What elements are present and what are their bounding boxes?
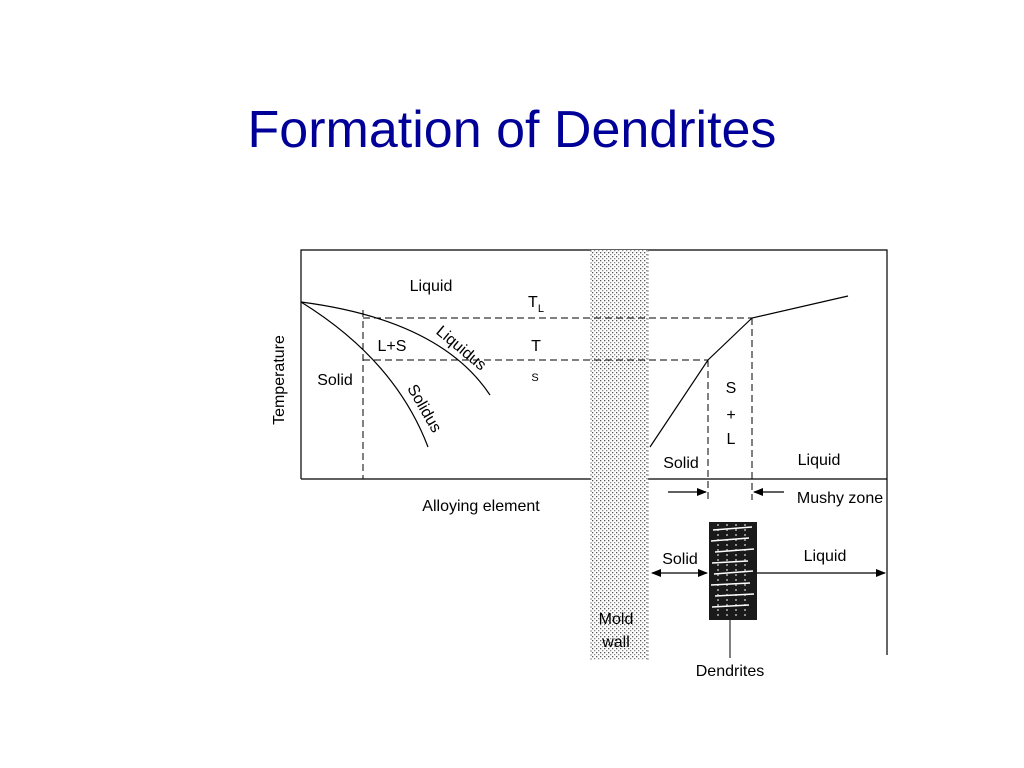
region-mix-label: L+S <box>378 338 407 355</box>
profile-liquid-label: Liquid <box>798 452 841 469</box>
casting-liquid-label: Liquid <box>804 548 847 565</box>
solidus-curve <box>300 301 429 448</box>
liquidus-label: Liquidus <box>433 323 490 374</box>
dendrite-block <box>709 522 757 620</box>
tl-label: TL <box>528 294 544 315</box>
mold-wall-label-line1: Mold <box>599 611 634 628</box>
mushy-l-label: L <box>727 431 736 448</box>
temperature-profile-line <box>649 295 849 448</box>
ts-subscript-label: S <box>531 372 538 384</box>
region-solid-label: Solid <box>317 372 353 389</box>
mushy-s-label: S <box>726 380 737 397</box>
dendrites-label: Dendrites <box>696 663 764 680</box>
ts-main-label: T <box>531 338 541 355</box>
y-axis-label: Temperature <box>271 335 288 425</box>
region-liquid-label: Liquid <box>410 278 453 295</box>
mushy-plus-label: + <box>726 407 735 424</box>
mold-wall-label-line2: wall <box>601 634 630 651</box>
tl-subscript: L <box>538 303 544 315</box>
profile-solid-label: Solid <box>663 455 699 472</box>
mold-wall <box>591 250 648 660</box>
mushy-zone-label: Mushy zone <box>797 490 883 507</box>
tl-main: T <box>528 294 538 311</box>
slide-title: Formation of Dendrites <box>247 101 777 159</box>
liquidus-curve <box>300 301 491 396</box>
casting-solid-label: Solid <box>662 551 698 568</box>
x-axis-label: Alloying element <box>422 498 540 515</box>
